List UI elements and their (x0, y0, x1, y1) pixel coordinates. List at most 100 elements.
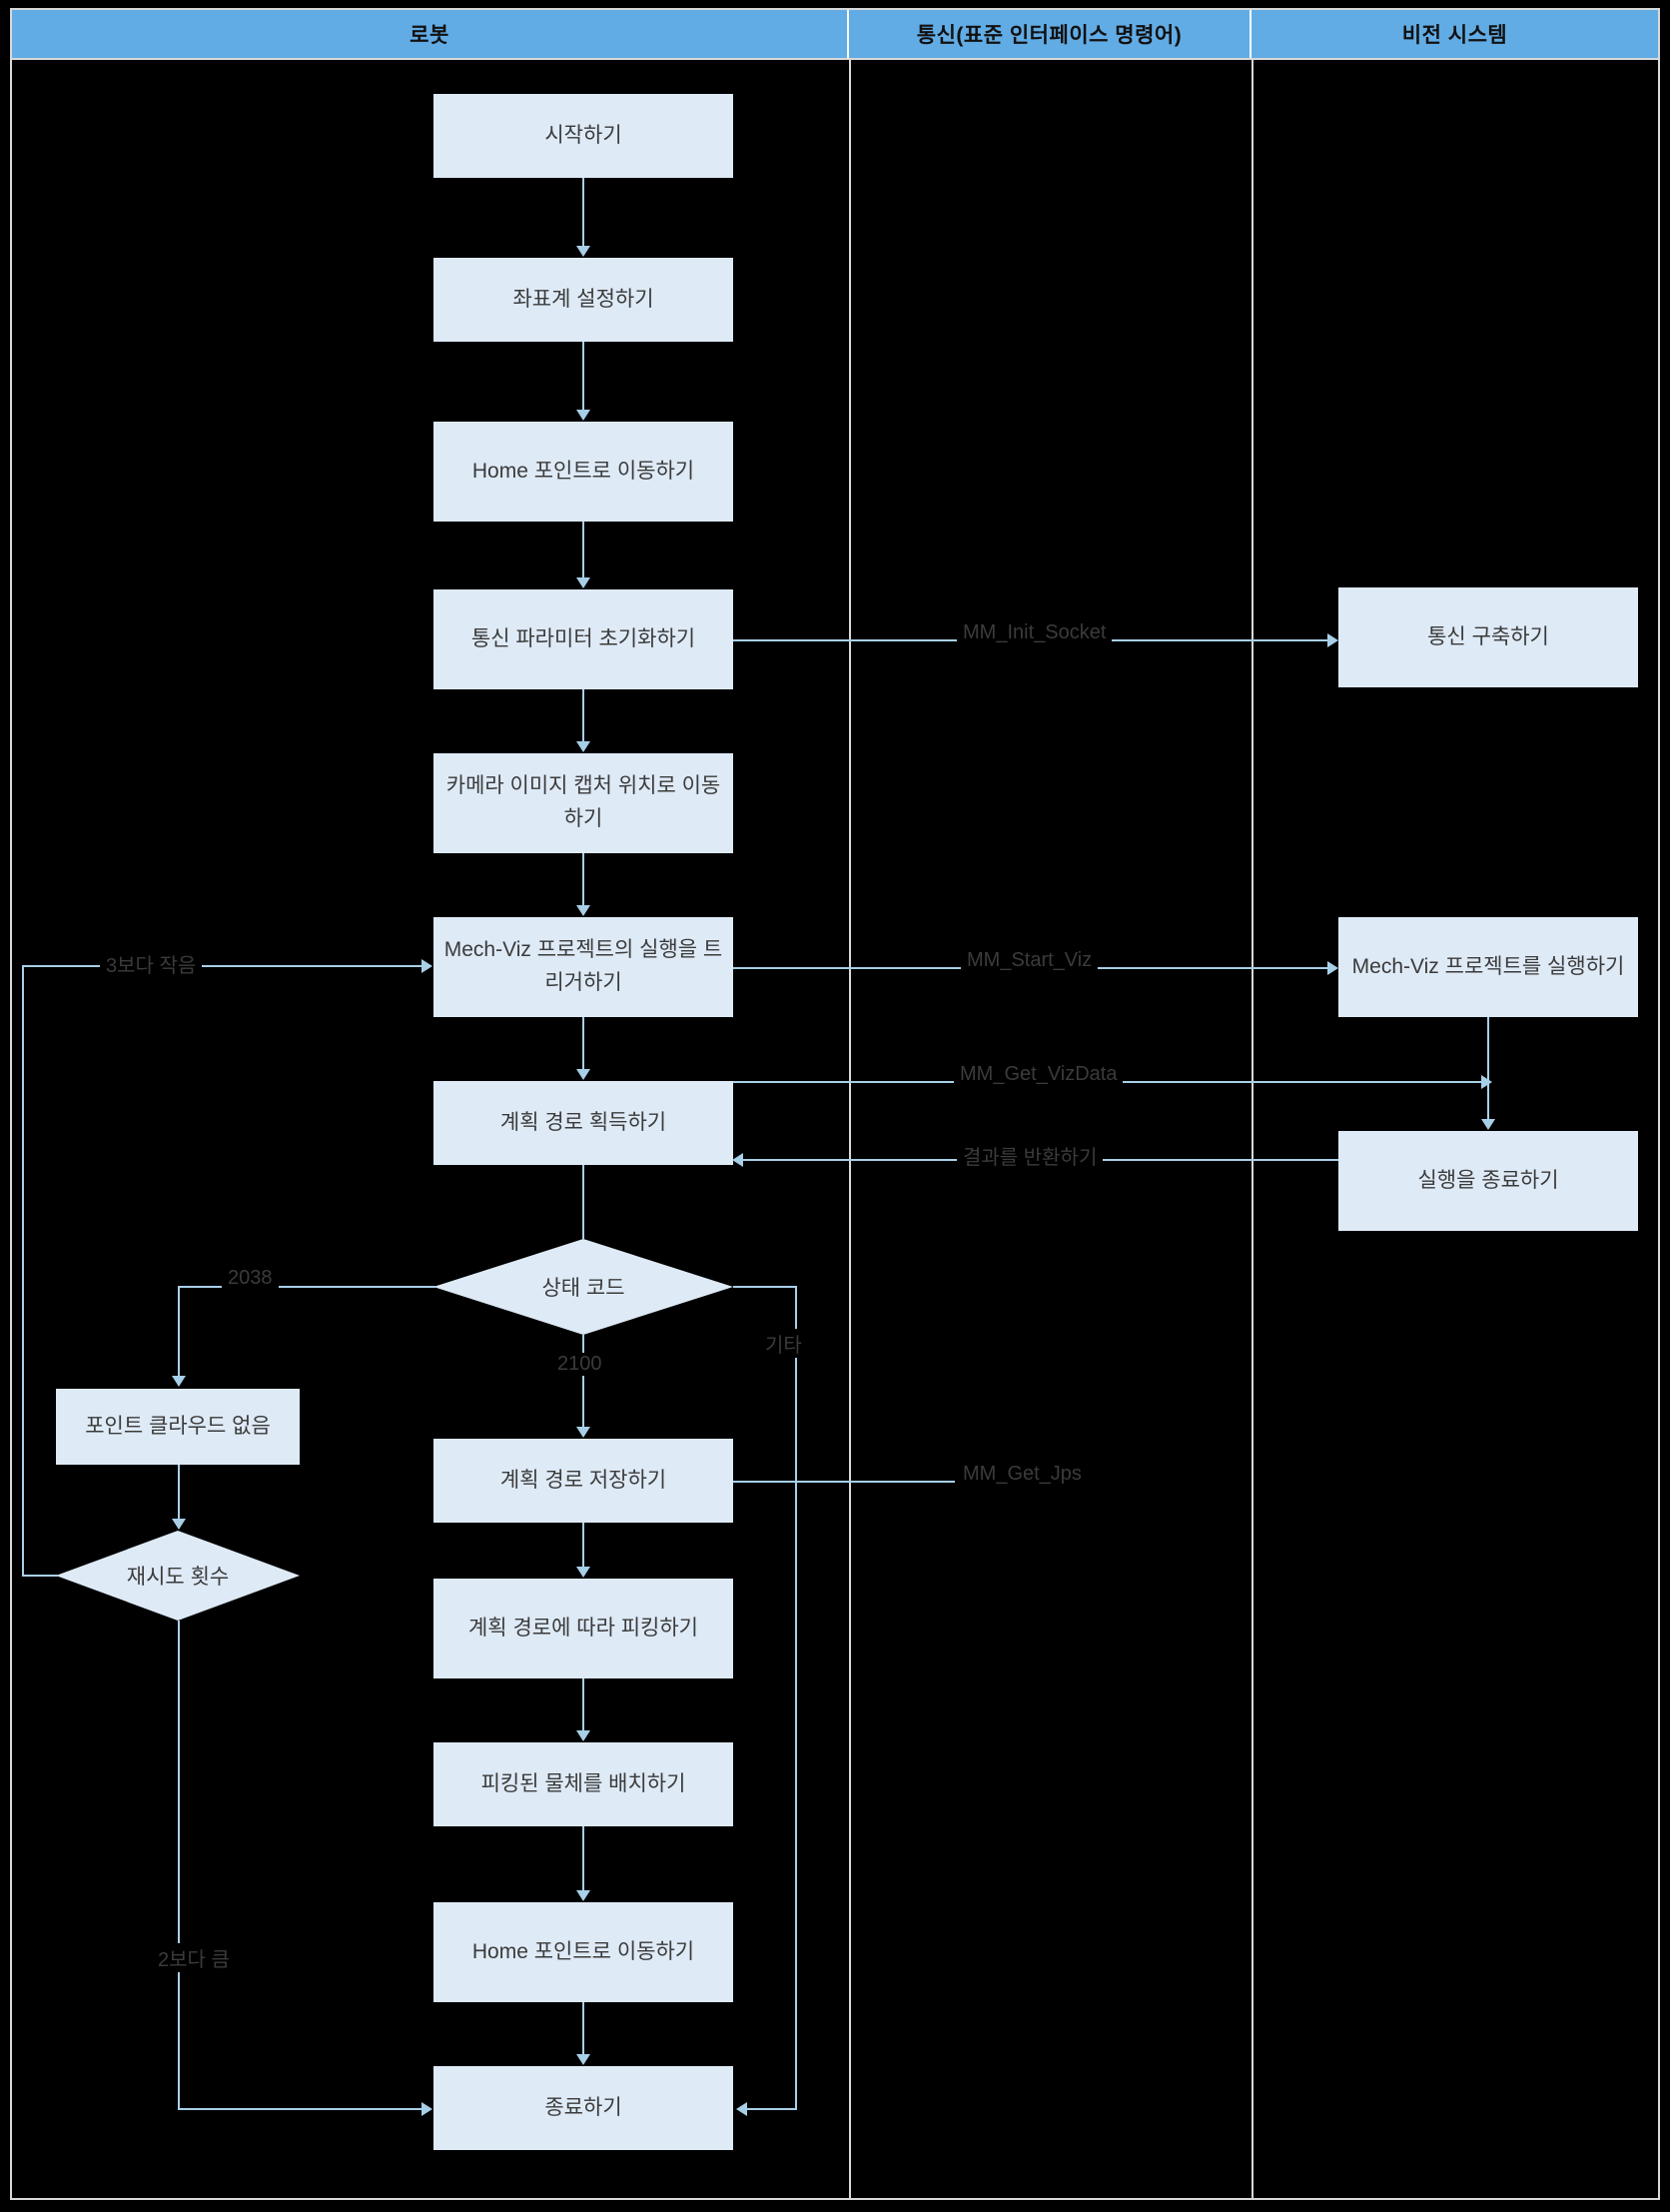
edge-runviz-to-finishrun (1487, 1017, 1489, 1119)
decision-status-code[interactable]: 상태 코드 (433, 1239, 733, 1335)
arrowhead-mm-get-vizdata (1481, 1075, 1492, 1089)
edge-label-greater-than-2-text: 2보다 큼 (158, 1949, 230, 1971)
edge-retry-gt2-h (178, 2108, 421, 2110)
node-end[interactable]: 종료하기 (433, 2066, 733, 2150)
node-save-planned-path[interactable]: 계획 경로 저장하기 (433, 1439, 733, 1523)
arrowhead-home2-to-end (576, 2054, 590, 2065)
node-place-object-label: 피킹된 물체를 배치하기 (480, 1771, 686, 1795)
edge-nocloud-to-retry (178, 1465, 180, 1519)
node-no-point-cloud[interactable]: 포인트 클라우드 없음 (56, 1389, 300, 1465)
node-init-comm-params-label: 통신 파라미터 초기화하기 (470, 626, 696, 650)
lane-title-vision: 비전 시스템 (1401, 24, 1508, 47)
edge-label-less-than-3: 3보다 작음 (100, 949, 203, 978)
edge-label-2100: 2100 (551, 1353, 608, 1376)
edge-retry-lt3-v (22, 965, 24, 1577)
edge-label-greater-than-2: 2보다 큼 (152, 1943, 236, 1972)
arrowhead-trigger-to-getpath (576, 1069, 590, 1080)
header-underline (12, 58, 1658, 60)
node-run-mechviz-project[interactable]: Mech-Viz 프로젝트를 실행하기 (1338, 917, 1638, 1017)
edge-statuscode-2100 (582, 1335, 584, 1427)
comm-label-mm-start-viz-text: MM_Start_Viz (967, 949, 1093, 971)
node-build-communication[interactable]: 통신 구축하기 (1338, 587, 1638, 687)
edge-retry-lt3-h1 (22, 1575, 58, 1577)
lane-title-communication: 통신(표준 인터페이스 명령어) (916, 24, 1183, 47)
node-pick-along-path-label: 계획 경로에 따라 피킹하기 (467, 1616, 699, 1640)
edge-start-to-setcoord (582, 178, 584, 246)
edge-home1-to-initcomm (582, 522, 584, 577)
node-finish-execution-label: 실행을 종료하기 (1417, 1168, 1559, 1192)
arrowhead-place-to-home2 (576, 1890, 590, 1901)
edge-label-other: 기타 (759, 1329, 808, 1358)
arrowhead-2038-to-nocloud (172, 1376, 186, 1387)
lane-title-robot: 로봇 (410, 24, 449, 47)
node-move-home-2-label: Home 포인트로 이동하기 (471, 1939, 695, 1963)
lane-divider-2 (1252, 58, 1253, 2198)
edge-label-2038-text: 2038 (228, 1267, 273, 1289)
node-run-mechviz-project-label: Mech-Viz 프로젝트를 실행하기 (1351, 954, 1625, 978)
node-trigger-mechviz-label: Mech-Viz 프로젝트의 실행을 트리거하기 (443, 938, 723, 994)
node-move-home-1-label: Home 포인트로 이동하기 (471, 459, 695, 483)
edge-initcomm-to-capture (582, 689, 584, 741)
node-move-capture-pose[interactable]: 카메라 이미지 캡처 위치로 이동하기 (433, 753, 733, 853)
arrowhead-nocloud-to-retry (172, 1519, 186, 1530)
comm-label-return-result-text: 결과를 반환하기 (963, 1147, 1098, 1169)
arrowhead-retry-lt3-to-trigger (421, 959, 432, 973)
arrowhead-capture-to-trigger (576, 905, 590, 916)
node-end-label: 종료하기 (544, 2095, 622, 2119)
comm-label-mm-get-vizdata: MM_Get_VizData (954, 1063, 1124, 1086)
arrowhead-mm-start-viz (1327, 961, 1338, 975)
node-move-home-1[interactable]: Home 포인트로 이동하기 (433, 422, 733, 522)
arrowhead-runviz-to-finishrun (1481, 1119, 1495, 1130)
comm-label-return-result: 결과를 반환하기 (957, 1141, 1104, 1170)
node-build-communication-label: 통신 구축하기 (1427, 624, 1549, 648)
arrowhead-home1-to-initcomm (576, 577, 590, 588)
edge-home2-to-end (582, 2002, 584, 2054)
edge-statuscode-other-h (733, 1286, 797, 1288)
comm-label-mm-start-viz: MM_Start_Viz (961, 949, 1099, 972)
edge-mm-get-jps (733, 1481, 955, 1483)
edge-retry-gt2-v (178, 1621, 180, 2108)
arrowhead-start-to-setcoord (576, 246, 590, 257)
edge-statuscode-2038-h (178, 1286, 435, 1288)
node-get-planned-path[interactable]: 계획 경로 획득하기 (433, 1081, 733, 1165)
node-set-coordinate[interactable]: 좌표계 설정하기 (433, 258, 733, 342)
comm-label-mm-get-vizdata-text: MM_Get_VizData (960, 1063, 1118, 1085)
arrowhead-initcomm-to-capture (576, 741, 590, 752)
edge-statuscode-other-v (795, 1286, 797, 2108)
arrowhead-setcoord-to-home1 (576, 410, 590, 421)
edge-retry-lt3-h2 (22, 965, 421, 967)
decision-status-code-label: 상태 코드 (541, 1277, 625, 1300)
decision-retry-count[interactable]: 재시도 횟수 (56, 1531, 300, 1621)
node-save-planned-path-label: 계획 경로 저장하기 (499, 1468, 667, 1492)
arrowhead-mm-init-socket (1327, 633, 1338, 647)
node-trigger-mechviz[interactable]: Mech-Viz 프로젝트의 실행을 트리거하기 (433, 917, 733, 1017)
edge-place-to-home2 (582, 1826, 584, 1890)
lane-header-vision: 비전 시스템 (1252, 10, 1658, 58)
edge-label-less-than-3-text: 3보다 작음 (106, 955, 197, 977)
arrowhead-retry-gt2-to-end (421, 2102, 432, 2116)
edge-other-to-end-h (747, 2108, 797, 2110)
node-init-comm-params[interactable]: 통신 파라미터 초기화하기 (433, 589, 733, 689)
arrowhead-statuscode-2100 (576, 1427, 590, 1438)
node-start[interactable]: 시작하기 (433, 94, 733, 178)
decision-retry-count-label: 재시도 횟수 (126, 1566, 230, 1589)
comm-label-mm-get-jps: MM_Get_Jps (957, 1463, 1088, 1486)
lane-header-robot: 로봇 (12, 10, 849, 58)
edge-setcoord-to-home1 (582, 342, 584, 410)
arrowhead-other-to-end (736, 2102, 747, 2116)
lane-divider-1 (849, 58, 851, 2198)
edge-capture-to-trigger (582, 853, 584, 905)
edge-getpath-to-statuscode (582, 1165, 584, 1239)
lane-header-communication: 통신(표준 인터페이스 명령어) (849, 10, 1252, 58)
node-move-home-2[interactable]: Home 포인트로 이동하기 (433, 1902, 733, 2002)
node-pick-along-path[interactable]: 계획 경로에 따라 피킹하기 (433, 1579, 733, 1678)
node-place-object[interactable]: 피킹된 물체를 배치하기 (433, 1742, 733, 1826)
comm-label-mm-init-socket-text: MM_Init_Socket (963, 621, 1107, 643)
node-move-capture-pose-label: 카메라 이미지 캡처 위치로 이동하기 (445, 774, 721, 830)
edge-trigger-to-getpath (582, 1017, 584, 1069)
edge-pick-to-place (582, 1678, 584, 1730)
node-finish-execution[interactable]: 실행을 종료하기 (1338, 1131, 1638, 1231)
arrowhead-pick-to-place (576, 1730, 590, 1741)
arrowhead-savepath-to-pick (576, 1567, 590, 1578)
